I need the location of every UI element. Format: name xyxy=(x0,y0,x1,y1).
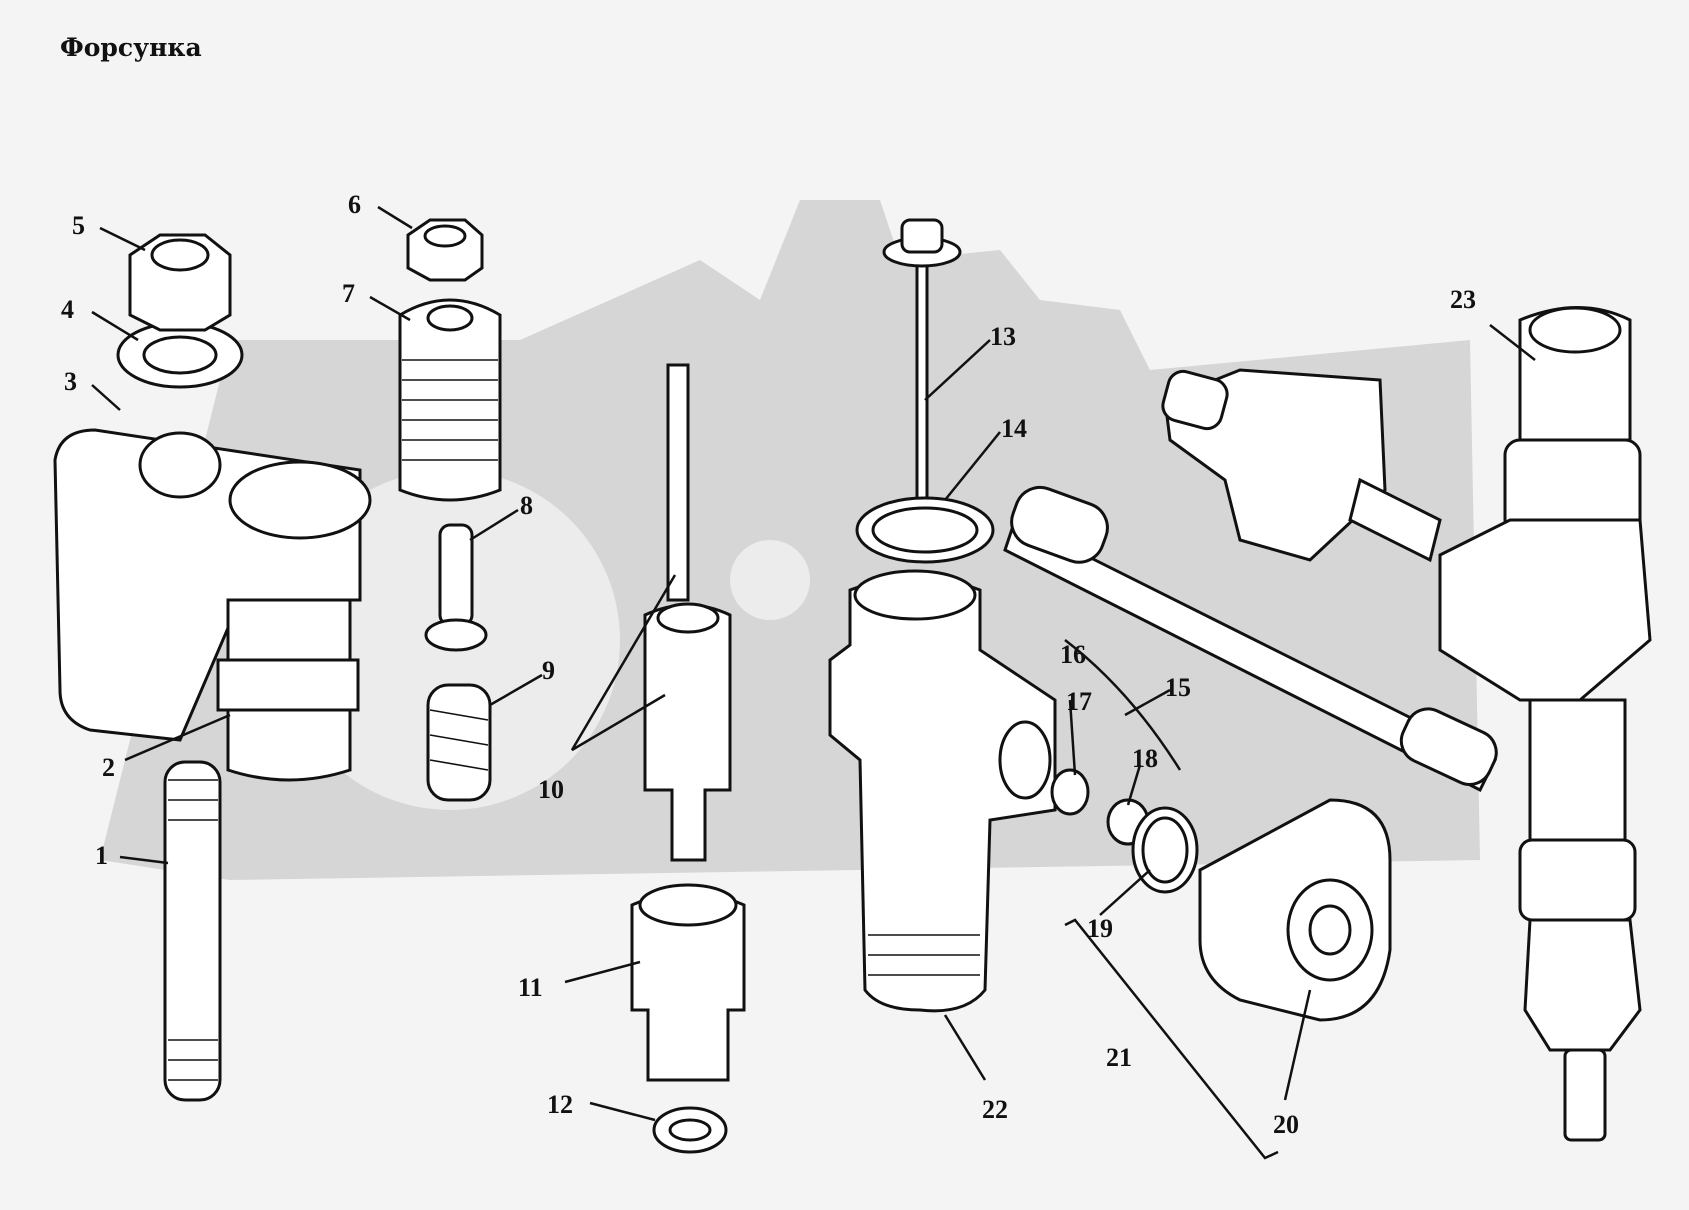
callout-17: 17 xyxy=(1066,687,1092,716)
callout-4: 4 xyxy=(61,295,74,324)
part-8-adjusting-screw xyxy=(438,523,474,627)
callout-6: 6 xyxy=(348,190,361,219)
callout-23: 23 xyxy=(1450,285,1476,314)
page-title: Форсунка xyxy=(60,33,202,62)
callout-13: 13 xyxy=(990,322,1016,351)
callout-20: 20 xyxy=(1273,1110,1299,1139)
callout-7: 7 xyxy=(342,279,355,308)
callout-22: 22 xyxy=(982,1095,1008,1124)
callout-9: 9 xyxy=(542,656,555,685)
callout-3: 3 xyxy=(64,367,77,396)
callout-11: 11 xyxy=(518,973,543,1002)
callout-19: 19 xyxy=(1087,914,1113,943)
callout-14: 14 xyxy=(1001,414,1027,443)
callout-12: 12 xyxy=(547,1090,573,1119)
callout-21: 21 xyxy=(1106,1043,1132,1072)
part-23-injector-assembly xyxy=(1438,306,1652,1142)
callout-15: 15 xyxy=(1165,673,1191,702)
callout-18: 18 xyxy=(1132,744,1158,773)
callout-8: 8 xyxy=(520,491,533,520)
callout-labels: 1 2 3 4 5 6 7 8 9 10 11 12 13 14 15 16 1… xyxy=(61,190,1476,1139)
leader-lines xyxy=(91,205,1536,1160)
part-17-sleeve xyxy=(1050,768,1090,816)
part-9-spring xyxy=(426,683,492,802)
part-16-drain-tube xyxy=(1003,517,1498,793)
callout-5: 5 xyxy=(72,211,85,240)
callout-1: 1 xyxy=(95,841,108,870)
part-1-stud xyxy=(163,760,222,1102)
part-10-needle xyxy=(666,363,690,602)
callout-16: 16 xyxy=(1060,640,1086,669)
callout-10: 10 xyxy=(538,775,564,804)
callout-2: 2 xyxy=(102,753,115,782)
